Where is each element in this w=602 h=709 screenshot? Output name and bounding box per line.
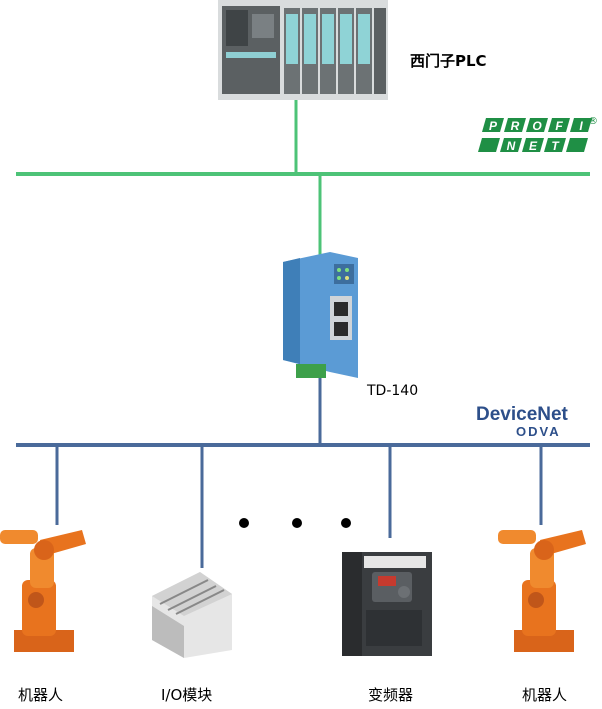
profinet-letter-e: E bbox=[529, 139, 538, 153]
devicenet-logo: DeviceNet ODVA bbox=[476, 404, 569, 439]
profinet-letter-r: R bbox=[511, 119, 520, 133]
td140-gateway-image bbox=[283, 252, 358, 378]
profinet-letter-i: I bbox=[579, 119, 583, 133]
profinet-letter-n: N bbox=[507, 139, 516, 153]
device-label-io-module: I/O模块 bbox=[161, 686, 213, 704]
profinet-logo bbox=[478, 118, 592, 152]
ellipsis-dot-2 bbox=[292, 518, 302, 528]
device-label-robot-2: 机器人 bbox=[522, 686, 568, 704]
robot-arm-image-2 bbox=[498, 530, 586, 652]
device-label-inverter: 变频器 bbox=[368, 686, 414, 704]
robot-arm-image-1 bbox=[0, 530, 86, 652]
profinet-letter-p: P bbox=[489, 119, 498, 133]
ellipsis-dot-3 bbox=[341, 518, 351, 528]
ellipsis-dot-1 bbox=[239, 518, 249, 528]
frequency-inverter-image bbox=[342, 552, 432, 656]
profinet-letter-t: T bbox=[551, 139, 560, 153]
siemens-plc-image bbox=[218, 0, 388, 100]
device-label-robot-1: 机器人 bbox=[18, 686, 64, 704]
profinet-letter-f: F bbox=[555, 119, 563, 133]
devicenet-logo-text: DeviceNet bbox=[476, 404, 569, 425]
plc-label: 西门子PLC bbox=[410, 52, 487, 70]
io-module-image bbox=[152, 572, 232, 658]
profinet-registered-mark: ® bbox=[588, 116, 598, 127]
odva-logo-text: ODVA bbox=[516, 424, 561, 439]
profinet-letter-o: O bbox=[532, 119, 542, 133]
gateway-label: TD-140 bbox=[367, 383, 419, 399]
